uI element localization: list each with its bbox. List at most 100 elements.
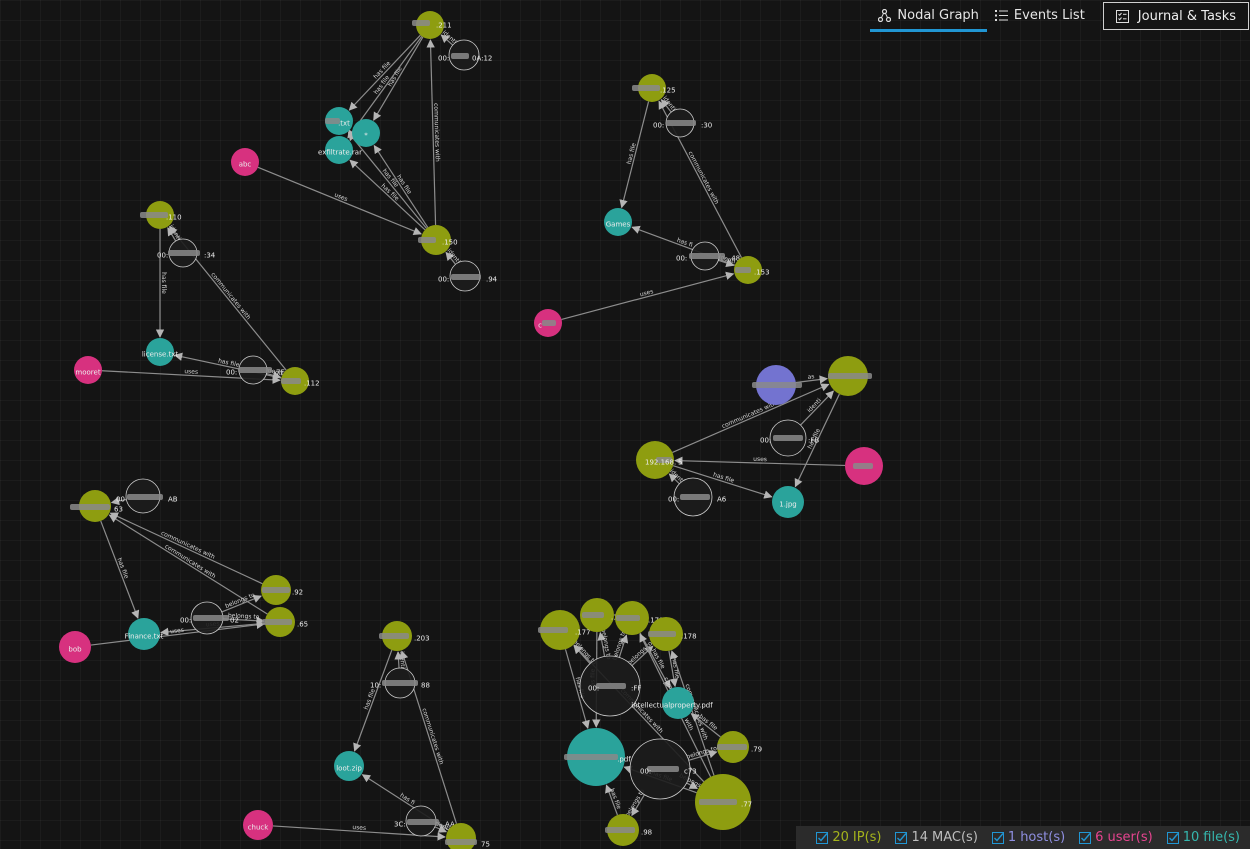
legend-users[interactable]: 6 user(s)	[1079, 830, 1153, 845]
edge-hhost-nbig[interactable]	[795, 375, 828, 384]
user-node-circle[interactable]	[243, 810, 273, 840]
file-node-ffin[interactable]: Finance.txt	[125, 618, 164, 650]
file-node-circle[interactable]	[772, 486, 804, 518]
file-node-circle[interactable]	[325, 136, 353, 164]
ip-node-n65[interactable]: .65	[262, 607, 308, 637]
file-node-circle[interactable]	[352, 119, 380, 147]
host-node-hhost[interactable]	[752, 365, 802, 405]
ip-node-n98[interactable]: .98	[605, 814, 652, 846]
edge-n150-fexf[interactable]	[349, 159, 426, 231]
ip-node-circle[interactable]	[416, 11, 444, 39]
ip-node-n77[interactable]: .77	[695, 774, 752, 830]
edge-mfb-nbig[interactable]	[800, 390, 834, 426]
edge-mab-n63[interactable]	[110, 496, 127, 506]
file-node-fpdf[interactable]: .pdf	[564, 728, 631, 786]
edge-n203-floot[interactable]	[353, 649, 393, 752]
edge-n63-ffin[interactable]	[100, 520, 140, 619]
mac-node-m48[interactable]: 00:.48	[676, 241, 740, 271]
file-node-flic[interactable]: license.txt	[142, 338, 179, 366]
edge-uabc-n150[interactable]	[257, 166, 422, 235]
edge-ma6-n192[interactable]	[668, 473, 680, 485]
edge-n65-n63[interactable]	[108, 514, 268, 615]
edge-n192-f1jpg[interactable]	[672, 465, 773, 499]
user-node-circle[interactable]	[74, 356, 102, 384]
edge-maa-n75[interactable]	[434, 824, 448, 833]
mac-node-mc73[interactable]: 00:c73	[629, 738, 697, 800]
mac-node-m88[interactable]: 10:88	[370, 667, 430, 699]
tab-events-list[interactable]: Events List	[987, 2, 1093, 32]
ip-node-n92[interactable]: .92	[261, 575, 303, 605]
mac-node-m30[interactable]: 00::30	[653, 108, 712, 138]
edge-ubob-n65[interactable]	[90, 620, 265, 646]
edge-m0a12-n211[interactable]	[440, 34, 454, 46]
edge-n98-fpdf[interactable]	[605, 784, 619, 816]
journal-tasks-button[interactable]: Journal & Tasks	[1102, 2, 1249, 30]
user-node-uc[interactable]: c	[534, 309, 562, 337]
edge-n211-ftxt[interactable]	[348, 34, 421, 111]
mac-node-m7e[interactable]: 00:7E	[226, 355, 285, 385]
ip-node-n177[interactable]: .177	[538, 610, 591, 650]
ip-node-n192[interactable]: 192.168.5	[636, 441, 682, 479]
legend-ips[interactable]: 20 IP(s)	[816, 830, 881, 845]
legend-files[interactable]: 10 file(s)	[1166, 830, 1240, 845]
file-node-circle[interactable]	[604, 208, 632, 236]
edge-mc73-n79[interactable]	[688, 750, 718, 761]
user-node-uabc[interactable]: abc	[231, 148, 259, 176]
file-node-fip[interactable]: intellectualproperty.pdf	[631, 687, 713, 719]
legend-macs[interactable]: 14 MAC(s)	[895, 830, 978, 845]
ip-node-n75[interactable]: 75	[445, 823, 490, 849]
ip-node-n110[interactable]: .110	[140, 201, 182, 229]
ip-node-nbig[interactable]	[828, 356, 872, 396]
mac-node-m34[interactable]: 00::34	[157, 238, 216, 268]
edge-m7e-n112[interactable]	[266, 371, 282, 380]
edge-n211-fstar[interactable]	[373, 36, 424, 121]
legend-hosts[interactable]: 1 host(s)	[991, 830, 1065, 845]
user-node-circle[interactable]	[59, 631, 91, 663]
mac-node-m0a12[interactable]: 00:0A:12	[438, 39, 492, 71]
file-node-circle[interactable]	[334, 751, 364, 781]
edge-m48-n153[interactable]	[718, 259, 735, 268]
user-node-ubob[interactable]: bob	[59, 631, 91, 663]
user-node-circle[interactable]	[231, 148, 259, 176]
file-node-circle[interactable]	[146, 338, 174, 366]
mac-node-maa[interactable]: 3C:AA	[394, 805, 455, 837]
ip-node-n79[interactable]: .79	[717, 731, 762, 763]
ip-node-n125[interactable]: .125	[632, 74, 676, 102]
ip-node-n153[interactable]: .153	[734, 256, 770, 284]
user-node-u192[interactable]	[845, 447, 883, 485]
edge-m94-n150[interactable]	[445, 251, 457, 265]
edge-n125-fgames[interactable]	[619, 101, 650, 209]
edge-n79-fip[interactable]	[690, 713, 721, 738]
file-node-f1jpg[interactable]: 1.jpg	[772, 486, 804, 518]
file-node-circle[interactable]	[128, 618, 160, 650]
edge-n92-n63[interactable]	[109, 512, 263, 585]
edge-mc73-n77[interactable]	[686, 781, 699, 790]
edge-n150-ftxt[interactable]	[347, 131, 427, 229]
edge-n192-nbig[interactable]	[672, 383, 830, 453]
ip-node-n63[interactable]: 63	[70, 490, 123, 522]
edge-mff-n179[interactable]	[618, 634, 629, 658]
ip-node-n203[interactable]: .203	[379, 621, 430, 651]
edge-m02-n92[interactable]	[221, 594, 262, 613]
edge-n150-fstar[interactable]	[373, 144, 429, 228]
file-node-fstar[interactable]: *	[352, 119, 380, 147]
ip-node-n112[interactable]: .112	[281, 367, 320, 395]
file-node-floot[interactable]: loot.zip	[334, 751, 364, 781]
user-node-umoo[interactable]: mooret	[74, 356, 102, 384]
ip-node-circle[interactable]	[636, 441, 674, 479]
edge-u192-n192[interactable]	[674, 456, 846, 467]
edge-mff-n176[interactable]	[597, 631, 606, 657]
edge-n150-n211[interactable]	[426, 39, 437, 226]
edge-uc-n153[interactable]	[561, 271, 735, 320]
ip-node-n211[interactable]: .211	[412, 11, 452, 39]
edge-nbig-f1jpg[interactable]	[794, 393, 840, 488]
ip-node-n178[interactable]: .178	[648, 617, 697, 651]
edge-n177-fpdf[interactable]	[564, 649, 590, 729]
file-node-fexf[interactable]: exfiltrate.rar	[318, 136, 362, 164]
file-node-ftxt[interactable]: .txt	[325, 107, 353, 135]
edge-mc73-n98[interactable]	[631, 794, 645, 817]
mac-node-ma6[interactable]: 00:A6	[668, 477, 727, 517]
mac-node-mfb[interactable]: 00::FB	[760, 419, 819, 457]
